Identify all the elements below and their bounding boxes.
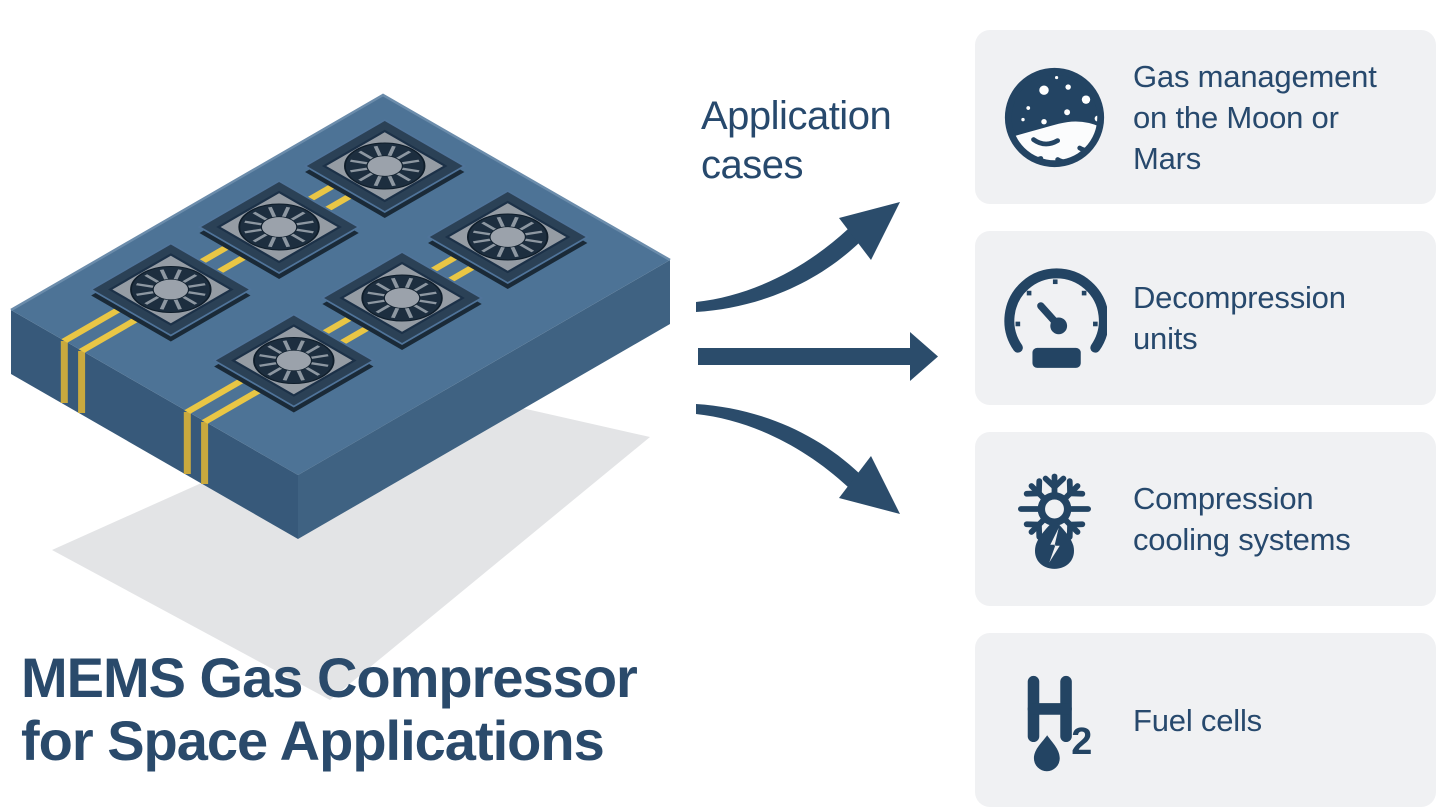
main-title: MEMS Gas Compressor for Space Applicatio… xyxy=(21,646,638,772)
connector-arrows xyxy=(696,202,938,514)
card-decompression-units: Decompression units xyxy=(975,231,1436,405)
application-cases-line: Application xyxy=(701,94,892,138)
card-gas-management: Gas management on the Moon or Mars xyxy=(975,30,1436,204)
card-label-line: Gas management xyxy=(1133,58,1377,94)
chip-shadow xyxy=(52,385,650,700)
card-compression-cooling: Compression cooling systems xyxy=(975,432,1436,606)
application-cases-line: cases xyxy=(701,143,804,187)
card-label-line: units xyxy=(1133,321,1198,356)
card-label: Decompression units xyxy=(1133,277,1425,359)
pressure-gauge-icon xyxy=(1004,267,1107,368)
card-label: Compression cooling systems xyxy=(1133,478,1425,560)
card-label-line: Mars xyxy=(1133,140,1202,176)
curved-arrow-down-icon xyxy=(696,404,900,514)
snowflake-droplet-icon xyxy=(1002,467,1107,569)
card-label-line: Decompression xyxy=(1133,280,1346,315)
card-label-line: on the Moon or xyxy=(1133,99,1339,135)
svg-text:2: 2 xyxy=(1071,721,1092,763)
card-label-line: Compression xyxy=(1133,481,1314,516)
card-label-line: Fuel cells xyxy=(1133,702,1262,738)
card-fuel-cells: 2 Fuel cells xyxy=(975,633,1436,807)
application-cards: Gas management on the Moon or Mars xyxy=(975,0,1436,809)
hydrogen-h2-droplet-icon: 2 xyxy=(1027,675,1092,771)
main-title-line: for Space Applications xyxy=(21,709,605,772)
card-label-line: cooling systems xyxy=(1133,522,1351,557)
main-title-line: MEMS Gas Compressor xyxy=(21,646,638,709)
straight-arrow-icon xyxy=(698,332,938,381)
mems-chip-illustration xyxy=(10,93,671,700)
curved-arrow-up-icon xyxy=(696,202,900,312)
moon-surface-icon xyxy=(1004,67,1105,167)
card-label: Gas management on the Moon or Mars xyxy=(1133,56,1425,179)
card-label: Fuel cells xyxy=(1133,700,1425,741)
application-cases-label: Application cases xyxy=(701,92,892,190)
